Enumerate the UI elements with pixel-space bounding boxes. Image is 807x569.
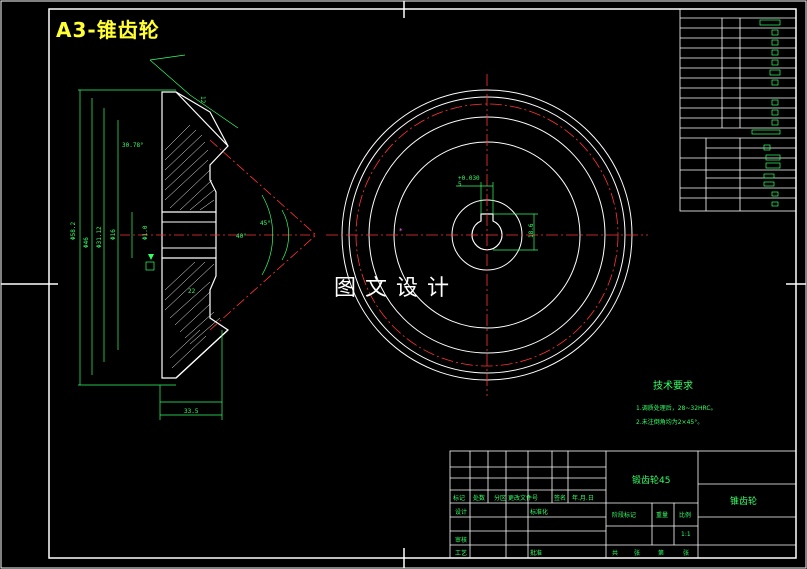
dim-keyway-depth: 18.6 bbox=[528, 223, 535, 238]
dim-chamfer-c: 22 bbox=[188, 288, 196, 295]
param-table-values bbox=[751, 19, 781, 207]
tb-sheet-1: 张 bbox=[634, 550, 641, 557]
hatching bbox=[164, 124, 221, 369]
dim-dia-2: Φ46 bbox=[83, 237, 90, 248]
front-marker: * bbox=[399, 227, 403, 235]
front-view: * bbox=[326, 74, 648, 396]
dim-dia-3: Φ31.12 bbox=[96, 226, 103, 248]
tb-stage-label: 阶段标记 bbox=[612, 512, 637, 519]
tooth-face-top bbox=[175, 91, 229, 147]
tb-part-name: 锥齿轮 bbox=[730, 497, 758, 507]
tb-row-design: 设计 bbox=[455, 509, 468, 516]
param-table bbox=[679, 8, 797, 212]
section-upper bbox=[161, 91, 229, 213]
section-lower bbox=[161, 257, 229, 379]
tb-row-approve: 批准 bbox=[530, 550, 543, 557]
title-block-lines bbox=[449, 450, 797, 559]
tb-row-standard: 标准化 bbox=[530, 509, 549, 516]
tb-row-process: 工艺 bbox=[455, 550, 468, 557]
dim-angle-a: 45° bbox=[260, 220, 271, 227]
tb-weight-label: 重量 bbox=[656, 512, 669, 519]
tb-scale-value: 1:1 bbox=[681, 531, 691, 538]
dimension-lines bbox=[78, 54, 289, 420]
dim-keyway-width: 5 bbox=[458, 181, 462, 188]
keyway-dims bbox=[456, 182, 538, 251]
side-view bbox=[78, 54, 317, 420]
tech-note-2: 2.未注倒角均为2×45°。 bbox=[636, 419, 704, 426]
drawing-title: A3-锥齿轮 bbox=[56, 18, 160, 42]
dim-chamfer-b: 12 bbox=[199, 96, 206, 104]
tb-material: 锻齿轮45 bbox=[632, 476, 671, 486]
tb-sheet-0: 共 bbox=[612, 550, 619, 557]
bore-keyway bbox=[471, 213, 503, 251]
tb-scale-label: 比例 bbox=[679, 512, 692, 519]
tb-sheet-2: 第 bbox=[658, 550, 665, 557]
dim-width: 33.5 bbox=[184, 408, 199, 415]
tb-header-4: 签名 bbox=[554, 495, 567, 502]
datum-triangle bbox=[148, 254, 154, 260]
dim-keyway-tol: +0.030 bbox=[458, 175, 480, 182]
tb-header-1: 处数 bbox=[473, 495, 486, 502]
tb-header-2: 分区 bbox=[494, 495, 507, 502]
tb-sheet-3: 张 bbox=[683, 550, 690, 557]
datum-box bbox=[145, 261, 155, 271]
dim-bore: Φ1.0 bbox=[142, 225, 149, 240]
cone-line-bottom bbox=[209, 234, 317, 331]
tb-header-0: 标记 bbox=[453, 495, 466, 502]
dim-dia-1: Φ58.2 bbox=[70, 221, 77, 240]
tech-requirements-heading: 技术要求 bbox=[653, 381, 693, 392]
tooth-face-bottom bbox=[175, 329, 229, 379]
watermark-text: 图文设计 bbox=[334, 276, 459, 301]
tb-header-5: 年.月.日 bbox=[572, 495, 594, 502]
dim-dia-4: Φ16 bbox=[110, 229, 117, 240]
dim-angle-cone: 40° bbox=[236, 233, 247, 240]
tech-note-1: 1.调质处理后，28~32HRC。 bbox=[636, 405, 717, 412]
cone-line-top bbox=[209, 139, 317, 236]
dim-angle-top: 30.78° bbox=[122, 142, 144, 149]
tb-row-review: 审核 bbox=[455, 537, 468, 544]
tb-header-3: 更改文件号 bbox=[508, 495, 539, 502]
